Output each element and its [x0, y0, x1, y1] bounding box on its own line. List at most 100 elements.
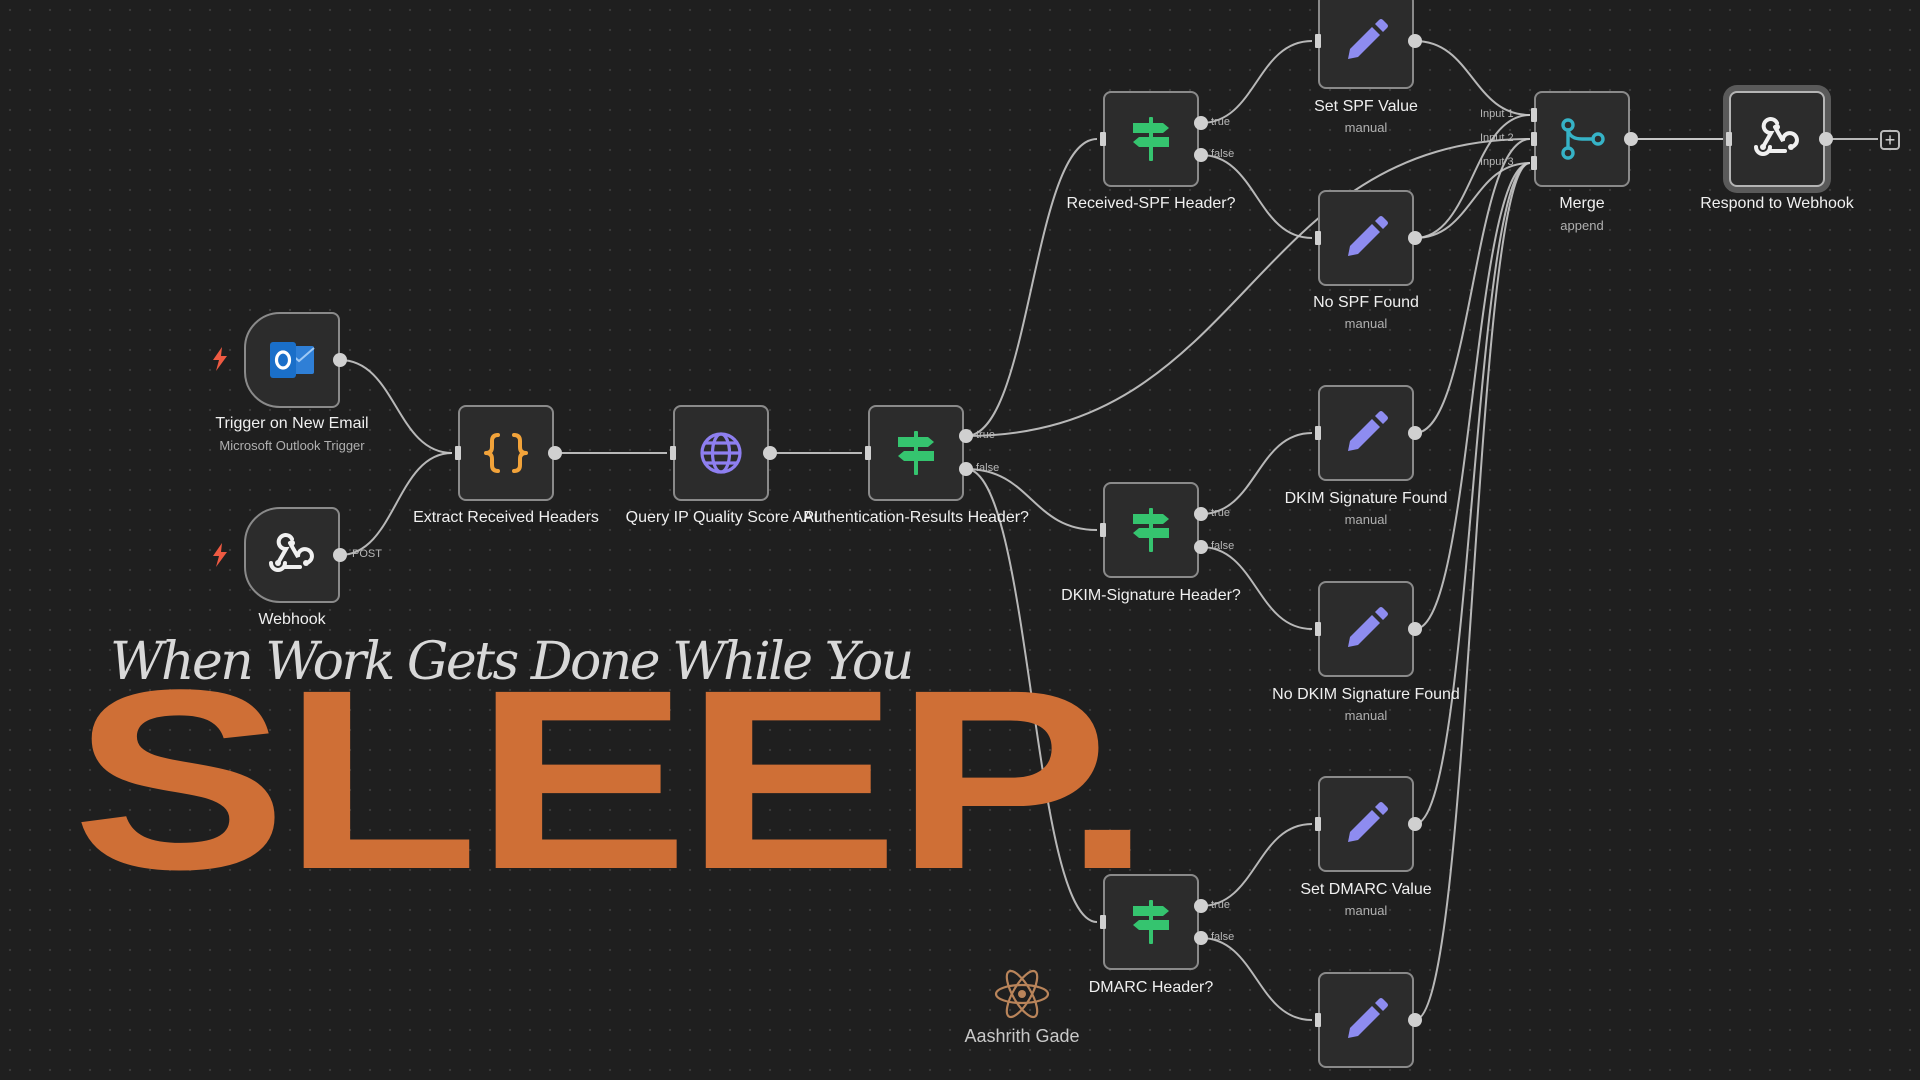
node-label: Authentication-Results Header?: [803, 509, 1029, 526]
input-port-2[interactable]: [1531, 132, 1537, 146]
code-braces-icon: [484, 433, 528, 473]
output-port[interactable]: [1408, 622, 1422, 636]
node-query-ip-quality-score-api[interactable]: [673, 405, 769, 501]
output-port[interactable]: [1408, 231, 1422, 245]
port-label-post: POST: [352, 548, 382, 560]
output-port-false[interactable]: [1194, 931, 1208, 945]
node-label: Query IP Quality Score API: [625, 509, 819, 526]
input-port-1[interactable]: [1531, 108, 1537, 122]
wire-auth-false-to-dmarc-header: [965, 468, 1098, 923]
input-port[interactable]: [865, 446, 871, 460]
node-label: DMARC Header?: [1088, 979, 1214, 996]
node-label: Respond to Webhook: [1700, 195, 1854, 212]
port-label-true: true: [1211, 116, 1230, 128]
wire-no-spf-to-merge: [1414, 114, 1531, 239]
input-port[interactable]: [1100, 915, 1106, 929]
node-label: DKIM Signature Found: [1284, 490, 1448, 507]
node-no-dmarc[interactable]: [1318, 972, 1414, 1068]
wire-dkim-true-to-found: [1200, 432, 1313, 515]
output-port-false[interactable]: [1194, 540, 1208, 554]
output-port[interactable]: [333, 353, 347, 367]
input-port[interactable]: [1315, 817, 1321, 831]
output-port-false[interactable]: [1194, 148, 1208, 162]
node-authentication-results-header[interactable]: [868, 405, 964, 501]
output-port-false[interactable]: [959, 462, 973, 476]
node-subtitle: manual: [1344, 120, 1388, 135]
node-webhook[interactable]: [244, 507, 340, 603]
node-extract-received-headers[interactable]: [458, 405, 554, 501]
port-label-false: false: [976, 462, 1000, 474]
wire-dkim-found-to-merge: [1414, 138, 1531, 434]
node-received-spf-header[interactable]: [1103, 91, 1199, 187]
port-label-input-3: Input 3: [1480, 156, 1514, 168]
node-trigger-on-new-email[interactable]: [244, 312, 340, 408]
trigger-bolt-icon: [213, 543, 227, 567]
pencil-icon: [1348, 998, 1388, 1038]
output-port[interactable]: [1408, 426, 1422, 440]
node-subtitle: manual: [1344, 903, 1388, 918]
node-no-dkim-signature-found[interactable]: [1318, 581, 1414, 677]
output-port[interactable]: [1819, 132, 1833, 146]
node-set-spf-value[interactable]: [1318, 0, 1414, 89]
port-label-false: false: [1211, 148, 1235, 160]
input-port[interactable]: [455, 446, 461, 460]
pencil-icon: [1348, 19, 1388, 59]
add-node-button[interactable]: +: [1880, 130, 1900, 150]
node-merge[interactable]: [1534, 91, 1630, 187]
wire-set-dmarc-to-merge: [1414, 162, 1531, 825]
input-port[interactable]: [1315, 34, 1321, 48]
output-port[interactable]: [763, 446, 777, 460]
input-port[interactable]: [1315, 622, 1321, 636]
output-port[interactable]: [1408, 34, 1422, 48]
output-port-true[interactable]: [1194, 899, 1208, 913]
node-set-dmarc-value[interactable]: [1318, 776, 1414, 872]
input-port-3[interactable]: [1531, 156, 1537, 170]
wire-auth-true-to-merge-2: [965, 138, 1531, 437]
output-port[interactable]: [548, 446, 562, 460]
node-label: Trigger on New Email: [215, 415, 369, 432]
wire-no-spf-to-merge-3: [1414, 162, 1531, 239]
merge-icon: [1561, 118, 1605, 160]
port-label-true: true: [1211, 899, 1230, 911]
node-label: Merge: [1559, 195, 1605, 212]
input-port[interactable]: [1315, 426, 1321, 440]
wire-set-spf-to-merge: [1414, 40, 1531, 116]
wire-spf-true-to-set-spf: [1200, 40, 1313, 124]
input-port[interactable]: [1726, 132, 1732, 146]
output-port[interactable]: [1408, 1013, 1422, 1027]
pencil-icon: [1348, 216, 1388, 256]
node-dkim-signature-header[interactable]: [1103, 482, 1199, 578]
input-port[interactable]: [1315, 231, 1321, 245]
output-port[interactable]: [1624, 132, 1638, 146]
output-port[interactable]: [333, 548, 347, 562]
output-port[interactable]: [1408, 817, 1422, 831]
output-port-true[interactable]: [1194, 116, 1208, 130]
outlook-icon: [270, 342, 315, 378]
node-dmarc-header[interactable]: [1103, 874, 1199, 970]
input-port[interactable]: [1100, 132, 1106, 146]
input-port[interactable]: [670, 446, 676, 460]
wire-dmarc-false-to-none: [1200, 937, 1313, 1021]
pencil-icon: [1348, 411, 1388, 451]
node-subtitle: manual: [1344, 512, 1388, 527]
output-port-true[interactable]: [959, 429, 973, 443]
node-no-spf-found[interactable]: [1318, 190, 1414, 286]
node-dkim-signature-found[interactable]: [1318, 385, 1414, 481]
pencil-icon: [1348, 607, 1388, 647]
node-respond-to-webhook[interactable]: [1729, 91, 1825, 187]
node-subtitle: manual: [1344, 708, 1388, 723]
wire-auth-true-to-received-spf: [965, 138, 1098, 437]
input-port[interactable]: [1315, 1013, 1321, 1027]
wire-dkim-false-to-not-found: [1200, 546, 1313, 630]
port-label-false: false: [1211, 540, 1235, 552]
output-port-true[interactable]: [1194, 507, 1208, 521]
wire-trigger-outlook-to-extract: [339, 359, 453, 454]
input-port[interactable]: [1100, 523, 1106, 537]
pencil-icon: [1348, 802, 1388, 842]
node-label: DKIM-Signature Header?: [1061, 587, 1241, 604]
node-subtitle: Microsoft Outlook Trigger: [219, 438, 365, 453]
trigger-bolt-icon: [213, 347, 227, 371]
port-label-false: false: [1211, 931, 1235, 943]
